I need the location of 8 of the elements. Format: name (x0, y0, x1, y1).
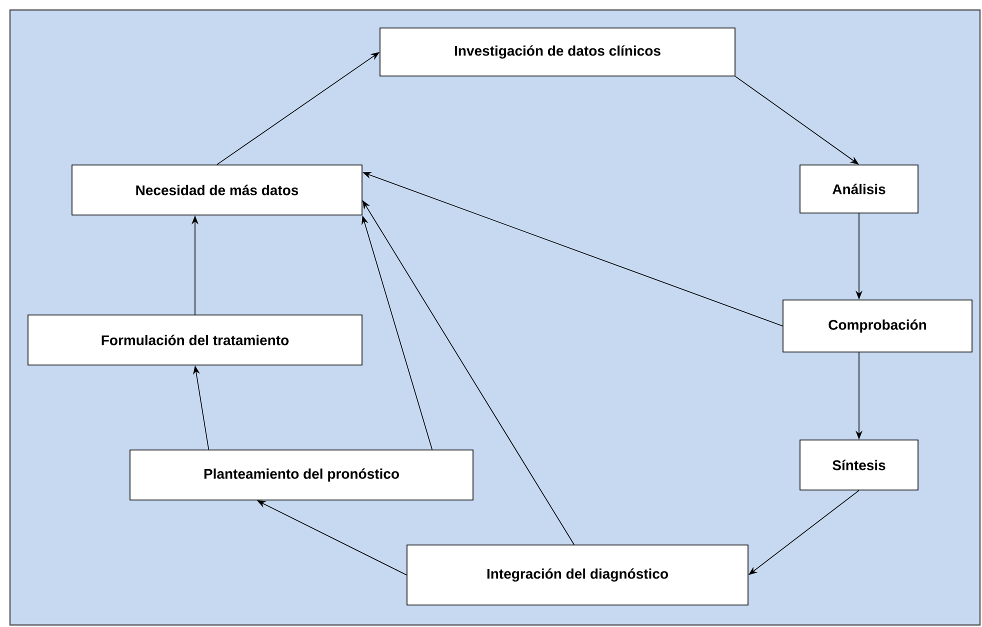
process-box: Comprobación (782, 300, 972, 352)
process-box: Formulación del tratamiento (28, 314, 362, 366)
process-box: Planteamiento del pronóstico (130, 450, 474, 500)
process-box: Síntesis (800, 440, 918, 490)
process-box: Necesidad de más datos (72, 164, 362, 216)
process-box: Análisis (800, 164, 918, 214)
process-box: Investigación de datos clínicos (380, 28, 736, 76)
process-box: Integración del diagnóstico (406, 544, 748, 606)
